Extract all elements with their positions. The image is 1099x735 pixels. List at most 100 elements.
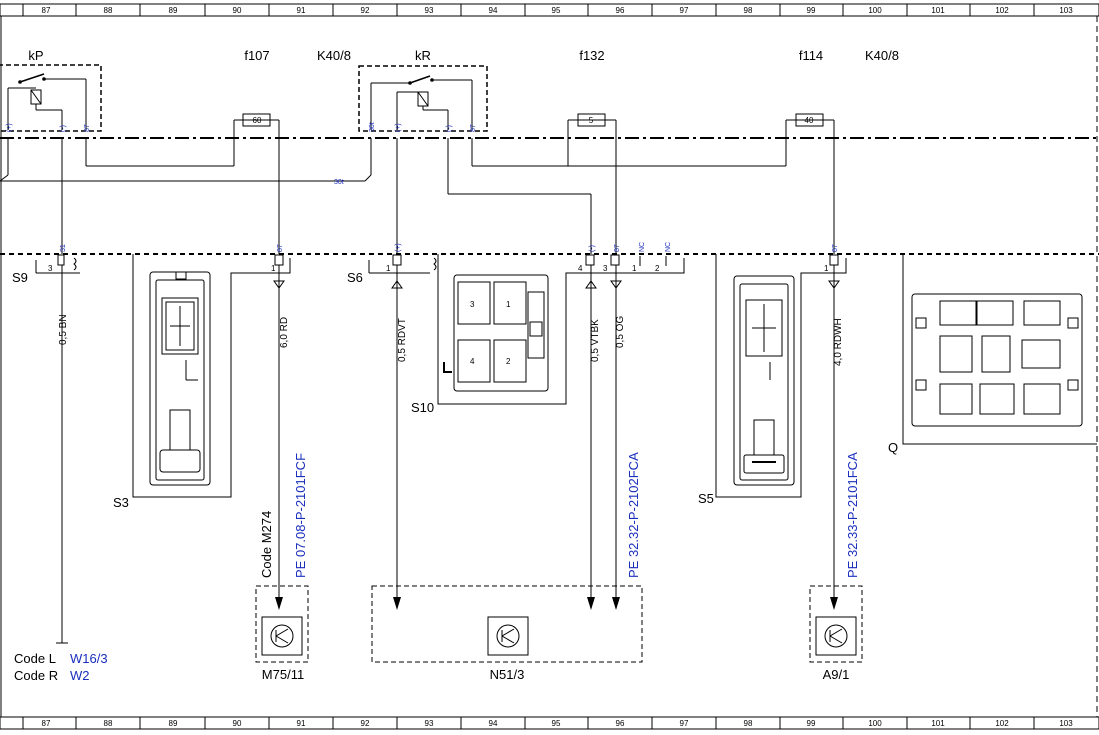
wire-rdwh: 4,0 RDWH — [833, 318, 844, 366]
wire-og: 0,5 OG — [615, 316, 626, 348]
relay-kr-label: kR — [415, 48, 431, 63]
connector-s6: 1 S6 — [347, 254, 437, 610]
ruler-num: 100 — [868, 719, 882, 728]
pin-kr-plus: (+) — [395, 123, 402, 132]
wire-vtbk: 0,5 VTBK — [590, 319, 601, 362]
code-l-label: Code L — [14, 651, 56, 666]
ruler-num: 93 — [425, 6, 434, 15]
s9-pin3: 3 — [48, 264, 53, 273]
upper-wiring — [0, 138, 835, 254]
bottom-ruler — [0, 716, 1099, 730]
wire-rd: 6,0 RD — [279, 317, 290, 348]
pin-s10-nc2: NC — [665, 242, 672, 252]
fuse-f114-rating: 40 — [805, 116, 814, 125]
ruler-num: 94 — [489, 6, 498, 15]
connector-s3: 1 S3 — [113, 254, 291, 610]
a9-label: A9/1 — [823, 667, 850, 682]
s5-connector-housing — [733, 275, 795, 486]
code-m274: Code M274 — [259, 511, 274, 578]
fuse-f114-label: f114 — [799, 48, 823, 63]
ruler-num: 91 — [297, 719, 306, 728]
ruler-num: 103 — [1059, 719, 1073, 728]
top-ruler-numbers: 87 88 89 90 91 92 93 94 95 96 97 98 99 1… — [42, 6, 1074, 15]
code-legend: Code L W16/3 Code R W2 — [14, 651, 108, 683]
wire-bn: 0,5 BN — [58, 314, 69, 345]
module-m75: M75/11 — [255, 585, 309, 682]
s10-connector-housing — [443, 274, 549, 392]
s10-cavity-3: 3 — [470, 300, 475, 309]
pe-ref-1[interactable]: PE 07.08-P-2101FCF — [293, 453, 308, 578]
ruler-num: 91 — [297, 6, 306, 15]
s5-label: S5 — [698, 491, 714, 506]
s10-cavity-4: 4 — [470, 357, 475, 366]
connector-s10: 4 3 1 2 3 1 4 2 S10 — [411, 254, 685, 610]
ruler-num: 97 — [680, 719, 689, 728]
ruler-num: 98 — [744, 6, 753, 15]
ruler-num: 99 — [807, 719, 816, 728]
n51-label: N51/3 — [490, 667, 525, 682]
ruler-num: 96 — [616, 6, 625, 15]
connector-s9: 3 S9 — [12, 254, 80, 644]
s10-cavity-1: 1 — [506, 300, 511, 309]
connector-s5: 1 S5 — [698, 254, 847, 610]
fuse-f114: 40 — [785, 113, 835, 166]
ruler-num: 102 — [995, 6, 1009, 15]
wire-30t-label: 30t — [334, 179, 344, 186]
pe-ref-2[interactable]: PE 32.32-P-2102FCA — [626, 452, 641, 578]
ruler-num: 99 — [807, 6, 816, 15]
ruler-num: 92 — [361, 6, 370, 15]
ruler-num: 89 — [169, 719, 178, 728]
lower-pin-labels: 31 87 (+) (-) 87 NC NC 87 — [60, 242, 839, 252]
bottom-ruler-numbers: 87 88 89 90 91 92 93 94 95 96 97 98 99 1… — [42, 719, 1074, 728]
pin-s10-87: 87 — [614, 244, 621, 252]
ruler-num: 95 — [552, 719, 561, 728]
ruler-num: 87 — [42, 6, 51, 15]
pin-s5-87: 87 — [832, 244, 839, 252]
ruler-num: 90 — [233, 6, 242, 15]
pin-s3-87: 87 — [277, 244, 284, 252]
upper-pin-labels: (+) (-) 87 30t (+) (-) 87 — [6, 122, 477, 132]
s10-pin3: 3 — [603, 264, 608, 273]
ruler-num: 88 — [104, 6, 113, 15]
ruler-num: 101 — [931, 719, 945, 728]
module-n51: N51/3 — [371, 585, 643, 682]
s3-pin1: 1 — [271, 264, 276, 273]
top-ruler — [0, 3, 1099, 17]
pin-kr-minus: (-) — [446, 125, 453, 132]
pin-s9-31: 31 — [60, 244, 67, 252]
s10-label: S10 — [411, 400, 434, 415]
fuse-f132-label: f132 — [579, 48, 604, 63]
s10-pin1: 1 — [632, 264, 637, 273]
code-l-value: W16/3 — [70, 651, 108, 666]
pin-s10-minus: (-) — [589, 245, 596, 252]
ruler-num: 98 — [744, 719, 753, 728]
k408-label-a: K40/8 — [317, 48, 351, 63]
pin-kr-30t: 30t — [369, 122, 376, 132]
pin-kp-minus: (-) — [60, 125, 67, 132]
ruler-num: 97 — [680, 6, 689, 15]
ruler-num: 87 — [42, 719, 51, 728]
ruler-num: 96 — [616, 719, 625, 728]
connector-q — [902, 254, 1097, 445]
ruler-num: 94 — [489, 719, 498, 728]
module-a9: A9/1 — [809, 585, 863, 682]
m75-label: M75/11 — [262, 667, 304, 682]
ruler-num: 93 — [425, 719, 434, 728]
s10-pin4: 4 — [578, 264, 583, 273]
s5-pin1: 1 — [824, 264, 829, 273]
relay-kp: kP — [0, 48, 102, 132]
code-r-label: Code R — [14, 668, 58, 683]
q-label: Q — [888, 440, 898, 455]
code-r-value: W2 — [70, 668, 90, 683]
fuse-f132: 5 — [567, 113, 617, 166]
pe-ref-3[interactable]: PE 32.33-P-2101FCA — [845, 452, 860, 578]
pin-kp-87: 87 — [84, 124, 91, 132]
ruler-num: 90 — [233, 719, 242, 728]
ruler-num: 101 — [931, 6, 945, 15]
s3-label: S3 — [113, 495, 129, 510]
pin-s6-plus: (+) — [395, 243, 402, 252]
fuse-f107: 60 — [233, 113, 280, 166]
pin-kr-87: 87 — [470, 124, 477, 132]
ruler-num: 103 — [1059, 6, 1073, 15]
